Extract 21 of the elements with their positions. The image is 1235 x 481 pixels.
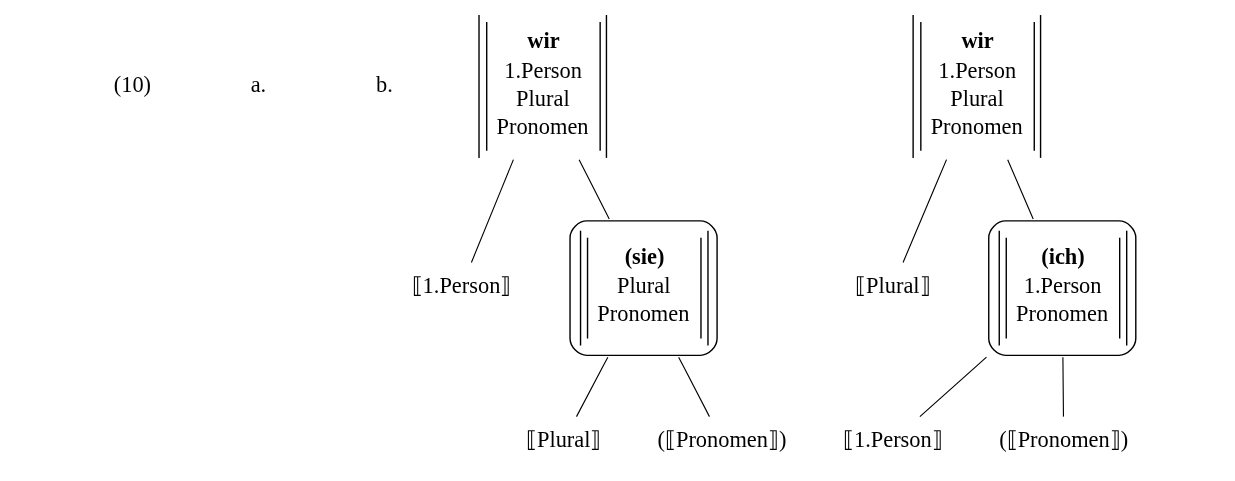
connector: [470, 159, 514, 264]
node-text: wir 1.Person Plural Pronomen: [496, 28, 589, 139]
connector: [677, 356, 710, 418]
node-box: (sie) Plural Pronomen: [568, 220, 718, 357]
label: a.: [250, 71, 266, 97]
node-text: ⟦Plural⟧: [525, 427, 601, 453]
node-text: ⟦1.Person⟧: [842, 427, 943, 453]
connector: [902, 159, 947, 264]
label: (10): [113, 71, 151, 97]
connector: [575, 356, 608, 418]
connector: [918, 356, 987, 418]
node-box: (ich) 1.Person Pronomen: [987, 220, 1136, 357]
connector: [1006, 159, 1034, 220]
node-text: (⟦Pronomen⟧): [998, 427, 1128, 453]
node-text: wir 1.Person Plural Pronomen: [930, 28, 1023, 139]
node-text: ⟦1.Person⟧: [411, 273, 511, 299]
node-text: ⟦Plural⟧: [854, 273, 931, 299]
connector: [578, 159, 610, 220]
label: b.: [375, 71, 393, 97]
node-text: (⟦Pronomen⟧): [657, 427, 786, 453]
connector: [1061, 356, 1064, 418]
